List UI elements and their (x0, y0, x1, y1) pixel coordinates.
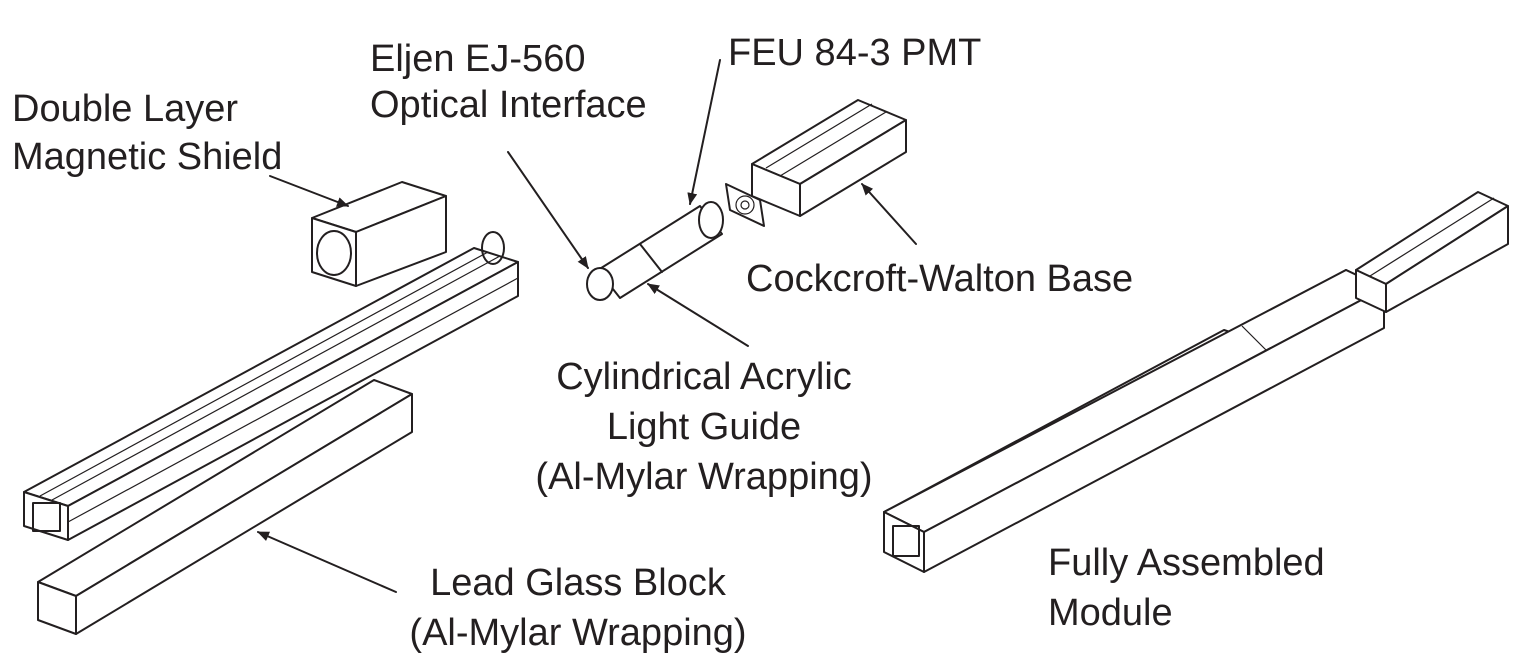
label-guide-line2: Light Guide (606, 406, 802, 448)
label-feu-pmt: FEU 84-3 PMT (728, 32, 982, 74)
housing-tube-drawing (23, 231, 519, 541)
label-eljen-line2: Optical Interface (370, 84, 647, 126)
cockcroft-walton-base-drawing (751, 99, 907, 217)
magnetic-shield-drawing (311, 181, 447, 287)
label-cockcroft-walton: Cockcroft-Walton Base (746, 258, 1134, 300)
label-module-line1: Fully Assembled (1048, 542, 1325, 584)
label-guide-line1: Cylindrical Acrylic (556, 356, 852, 398)
label-module-line2: Module (1048, 592, 1173, 634)
lead-glass-block-drawing (37, 379, 413, 635)
arrow-to-lead-glass (257, 531, 397, 593)
arrow-to-optical-interface (507, 151, 589, 269)
assembled-module-drawing (883, 191, 1509, 573)
arrow-to-base (861, 183, 917, 245)
light-guide-and-pmt-drawing (586, 201, 724, 301)
label-guide-line3: (Al-Mylar Wrapping) (535, 456, 873, 498)
label-eljen-line1: Eljen EJ-560 (370, 38, 586, 80)
arrow-to-shield (269, 175, 349, 207)
label-lead-line1: Lead Glass Block (430, 562, 726, 604)
arrow-to-light-guide (647, 283, 749, 347)
label-shield-line1: Double Layer (12, 88, 239, 130)
label-lead-line2: (Al-Mylar Wrapping) (409, 612, 747, 654)
pmt-base-plate-drawing (725, 183, 765, 227)
arrow-to-pmt (687, 59, 721, 205)
label-shield-line2: Magnetic Shield (12, 136, 283, 178)
leader-arrows (257, 59, 917, 593)
